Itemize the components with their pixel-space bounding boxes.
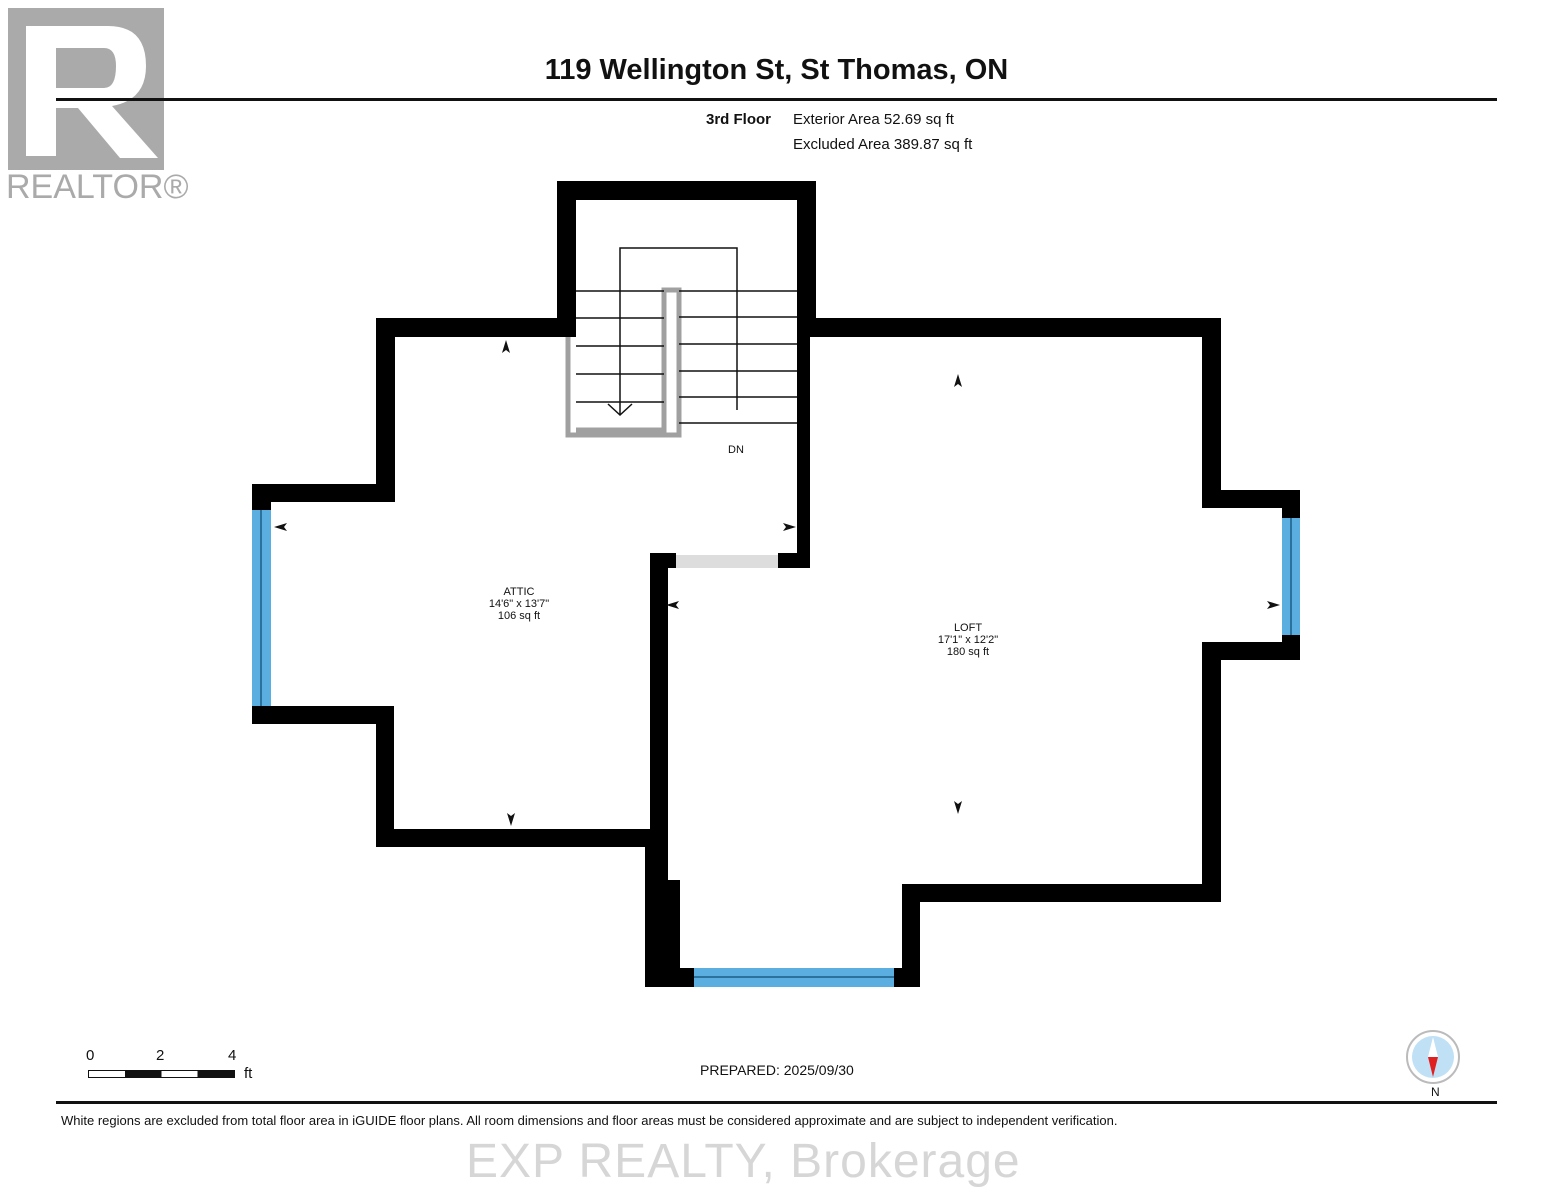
footer-divider bbox=[56, 1101, 1497, 1104]
floor-label: 3rd Floor bbox=[706, 111, 772, 128]
room-attic: ATTIC 14'6" x 13'7" 106 sq ft bbox=[459, 586, 579, 622]
room-area: 106 sq ft bbox=[497, 610, 541, 622]
room-area: 180 sq ft bbox=[946, 646, 990, 658]
page-title: 119 Wellington St, St Thomas, ON bbox=[544, 54, 1009, 86]
prepared-date: PREPARED: 2025/09/30 bbox=[700, 1062, 854, 1078]
stairs-label: DN bbox=[728, 444, 744, 456]
windows bbox=[252, 510, 1300, 987]
dimension-markers bbox=[274, 340, 1280, 826]
room-dimensions: 14'6" x 13'7" bbox=[488, 598, 550, 610]
room-dimensions: 17'1" x 12'2" bbox=[937, 634, 999, 646]
realtor-logo-text: REALTOR® bbox=[6, 168, 189, 206]
scale-unit: ft bbox=[244, 1065, 253, 1082]
scale-bar: 0 2 4 ft bbox=[86, 1047, 266, 1087]
doorway bbox=[676, 555, 778, 568]
header-divider bbox=[56, 98, 1497, 101]
scale-bar-graphic bbox=[88, 1070, 235, 1078]
compass: N bbox=[1405, 1029, 1463, 1101]
realtor-logo bbox=[8, 8, 164, 170]
realtor-logo-icon bbox=[8, 8, 164, 170]
room-name: LOFT bbox=[953, 622, 983, 634]
room-loft: LOFT 17'1" x 12'2" 180 sq ft bbox=[908, 622, 1028, 658]
room-name: ATTIC bbox=[503, 586, 535, 598]
exterior-area: Exterior Area 52.69 sq ft bbox=[793, 111, 954, 128]
scale-tick: 4 bbox=[228, 1047, 237, 1064]
staircase bbox=[565, 247, 797, 438]
scale-tick: 2 bbox=[156, 1047, 165, 1064]
watermark: EXP REALTY, Brokerage bbox=[466, 1135, 1021, 1188]
compass-icon bbox=[1406, 1030, 1460, 1084]
scale-tick: 0 bbox=[86, 1047, 95, 1064]
excluded-area: Excluded Area 389.87 sq ft bbox=[793, 136, 973, 153]
walls bbox=[252, 181, 1300, 987]
disclaimer: White regions are excluded from total fl… bbox=[61, 1113, 1118, 1128]
compass-label: N bbox=[1431, 1085, 1440, 1099]
